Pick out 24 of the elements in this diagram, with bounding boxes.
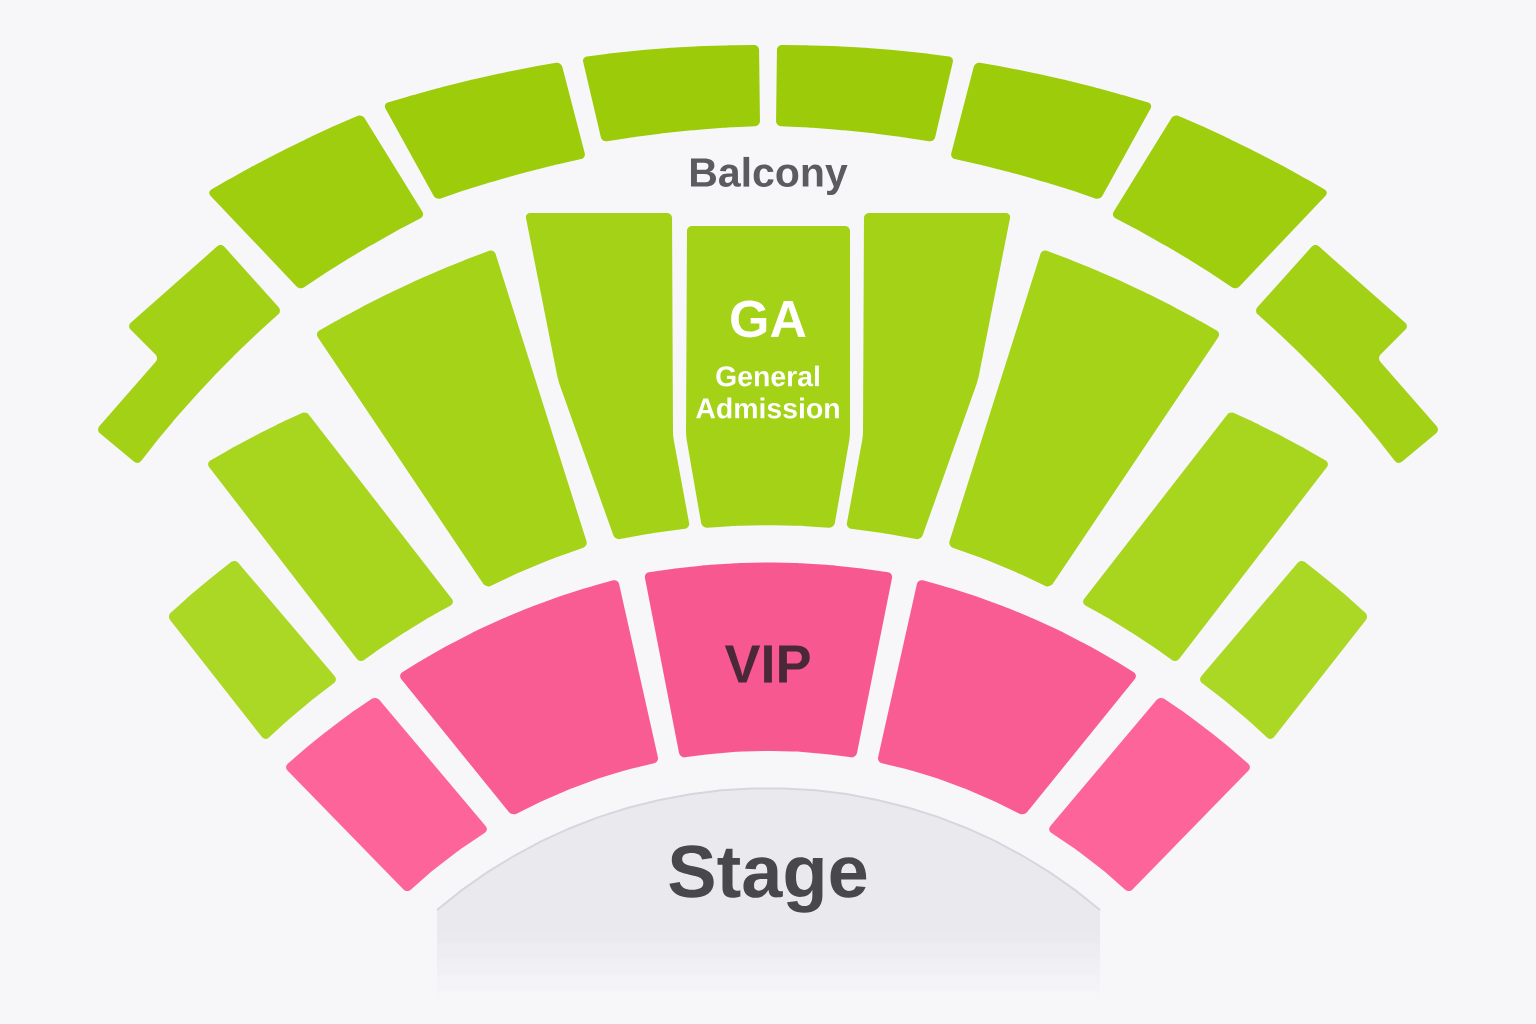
seating-section — [208, 412, 453, 662]
seating-section — [583, 45, 760, 142]
seating-section — [209, 115, 424, 289]
seating-section — [1112, 115, 1327, 289]
seating-section — [1256, 245, 1438, 463]
seating-section — [98, 245, 280, 463]
seating-section — [286, 697, 487, 891]
seating-section — [878, 580, 1136, 815]
seating-section — [776, 45, 953, 142]
seating-section — [846, 213, 1011, 540]
seating-section — [400, 580, 659, 815]
seating-section: GA General Admission — [686, 226, 850, 528]
seating-section — [384, 62, 585, 199]
seating-section — [525, 213, 690, 540]
seating-section — [1200, 561, 1368, 739]
seating-section — [949, 250, 1220, 587]
seating-section: VIP — [644, 562, 893, 758]
stage: Stage — [436, 787, 1101, 999]
section-label: Balcony — [691, 156, 848, 196]
seating-section — [1083, 412, 1328, 662]
seating-section — [317, 250, 587, 587]
seating-section — [1049, 697, 1250, 891]
seating-section — [951, 62, 1152, 199]
seating-section — [169, 561, 336, 739]
